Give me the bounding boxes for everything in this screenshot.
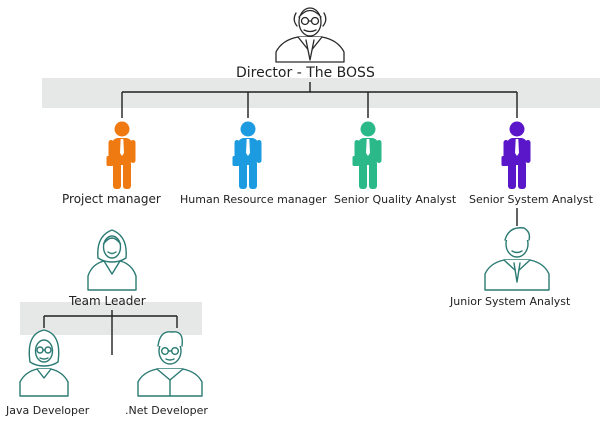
team-leader-label: Team Leader <box>69 294 146 308</box>
top-band <box>42 78 600 108</box>
project-manager-person-icon <box>106 121 136 189</box>
hr-manager-person-icon <box>232 121 262 189</box>
male-developer-icon <box>137 331 203 397</box>
junior-analyst-label: Junior System Analyst <box>450 295 571 308</box>
director-label: Director - The BOSS <box>236 65 375 81</box>
hr-manager-label: Human Resource manager <box>180 193 327 206</box>
system-analyst-label: Senior System Analyst <box>469 193 593 206</box>
dev-band <box>20 302 202 335</box>
java-developer-label: Java Developer <box>6 404 90 417</box>
quality-analyst-label: Senior Quality Analyst <box>334 193 457 206</box>
boss-avatar-icon <box>275 7 345 63</box>
male-avatar-icon <box>484 227 550 291</box>
system-analyst-person-icon <box>501 121 531 189</box>
female-developer-icon <box>19 329 69 397</box>
project-manager-label: Project manager <box>62 192 161 206</box>
connector-lines <box>43 82 518 355</box>
quality-analyst-person-icon <box>352 121 382 189</box>
net-developer-label: .Net Developer <box>125 404 208 417</box>
female-avatar-icon <box>87 229 137 291</box>
